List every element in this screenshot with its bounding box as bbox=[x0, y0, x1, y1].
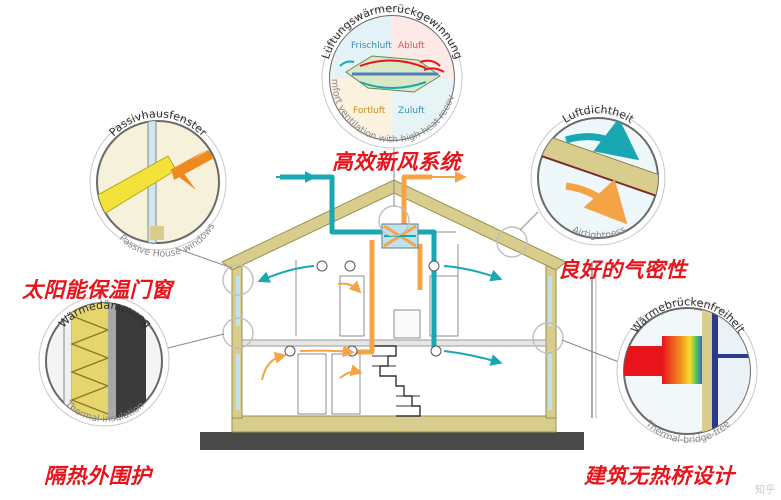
callout-windows: Passivhausfenster Passive House windows bbox=[89, 107, 227, 260]
window-right-upper bbox=[548, 276, 552, 326]
label-windows-cn: 太阳能保温门窗 bbox=[22, 278, 173, 302]
heat-recovery-unit bbox=[381, 223, 419, 249]
vent-zuluft-label: Zuluft bbox=[398, 106, 425, 116]
window-left-lower bbox=[236, 354, 240, 410]
watermark: 知乎 bbox=[755, 485, 775, 496]
foundation bbox=[231, 415, 557, 433]
vent-abluft-label: Abluft bbox=[398, 41, 425, 51]
ground-slab bbox=[200, 432, 584, 450]
window-left-upper bbox=[236, 276, 240, 326]
exhaust-duct-down bbox=[348, 240, 375, 355]
label-thermal-bridge-cn: 建筑无热桥设计 bbox=[584, 464, 735, 488]
fresh-air-duct-down bbox=[416, 229, 437, 352]
window-right-lower bbox=[548, 354, 552, 410]
label-airtight-cn: 良好的气密性 bbox=[558, 258, 687, 282]
label-ventilation-cn: 高效新风系统 bbox=[332, 150, 461, 174]
vent-frischluft-label: Frischluft bbox=[351, 41, 392, 51]
callout-airtightness: Luftdichtheit Airtightness bbox=[530, 103, 666, 246]
callout-insulation: Wärmedämmung Thermal insulation bbox=[38, 295, 170, 427]
house-cross-section bbox=[159, 140, 625, 450]
upper-floor bbox=[241, 339, 547, 347]
airtight-subtitle-en: Airtightness bbox=[570, 224, 627, 241]
callout-ventilation: Frischluft Abluft Fortluft Zuluft Lüftun… bbox=[0, 0, 465, 149]
vent-fortluft-label: Fortluft bbox=[353, 106, 386, 116]
label-insulation-cn: 隔热外围护 bbox=[44, 464, 152, 488]
callout-thermal-bridge: Wärmebrückenfreiheit Thermal-bridge-free bbox=[616, 295, 758, 446]
